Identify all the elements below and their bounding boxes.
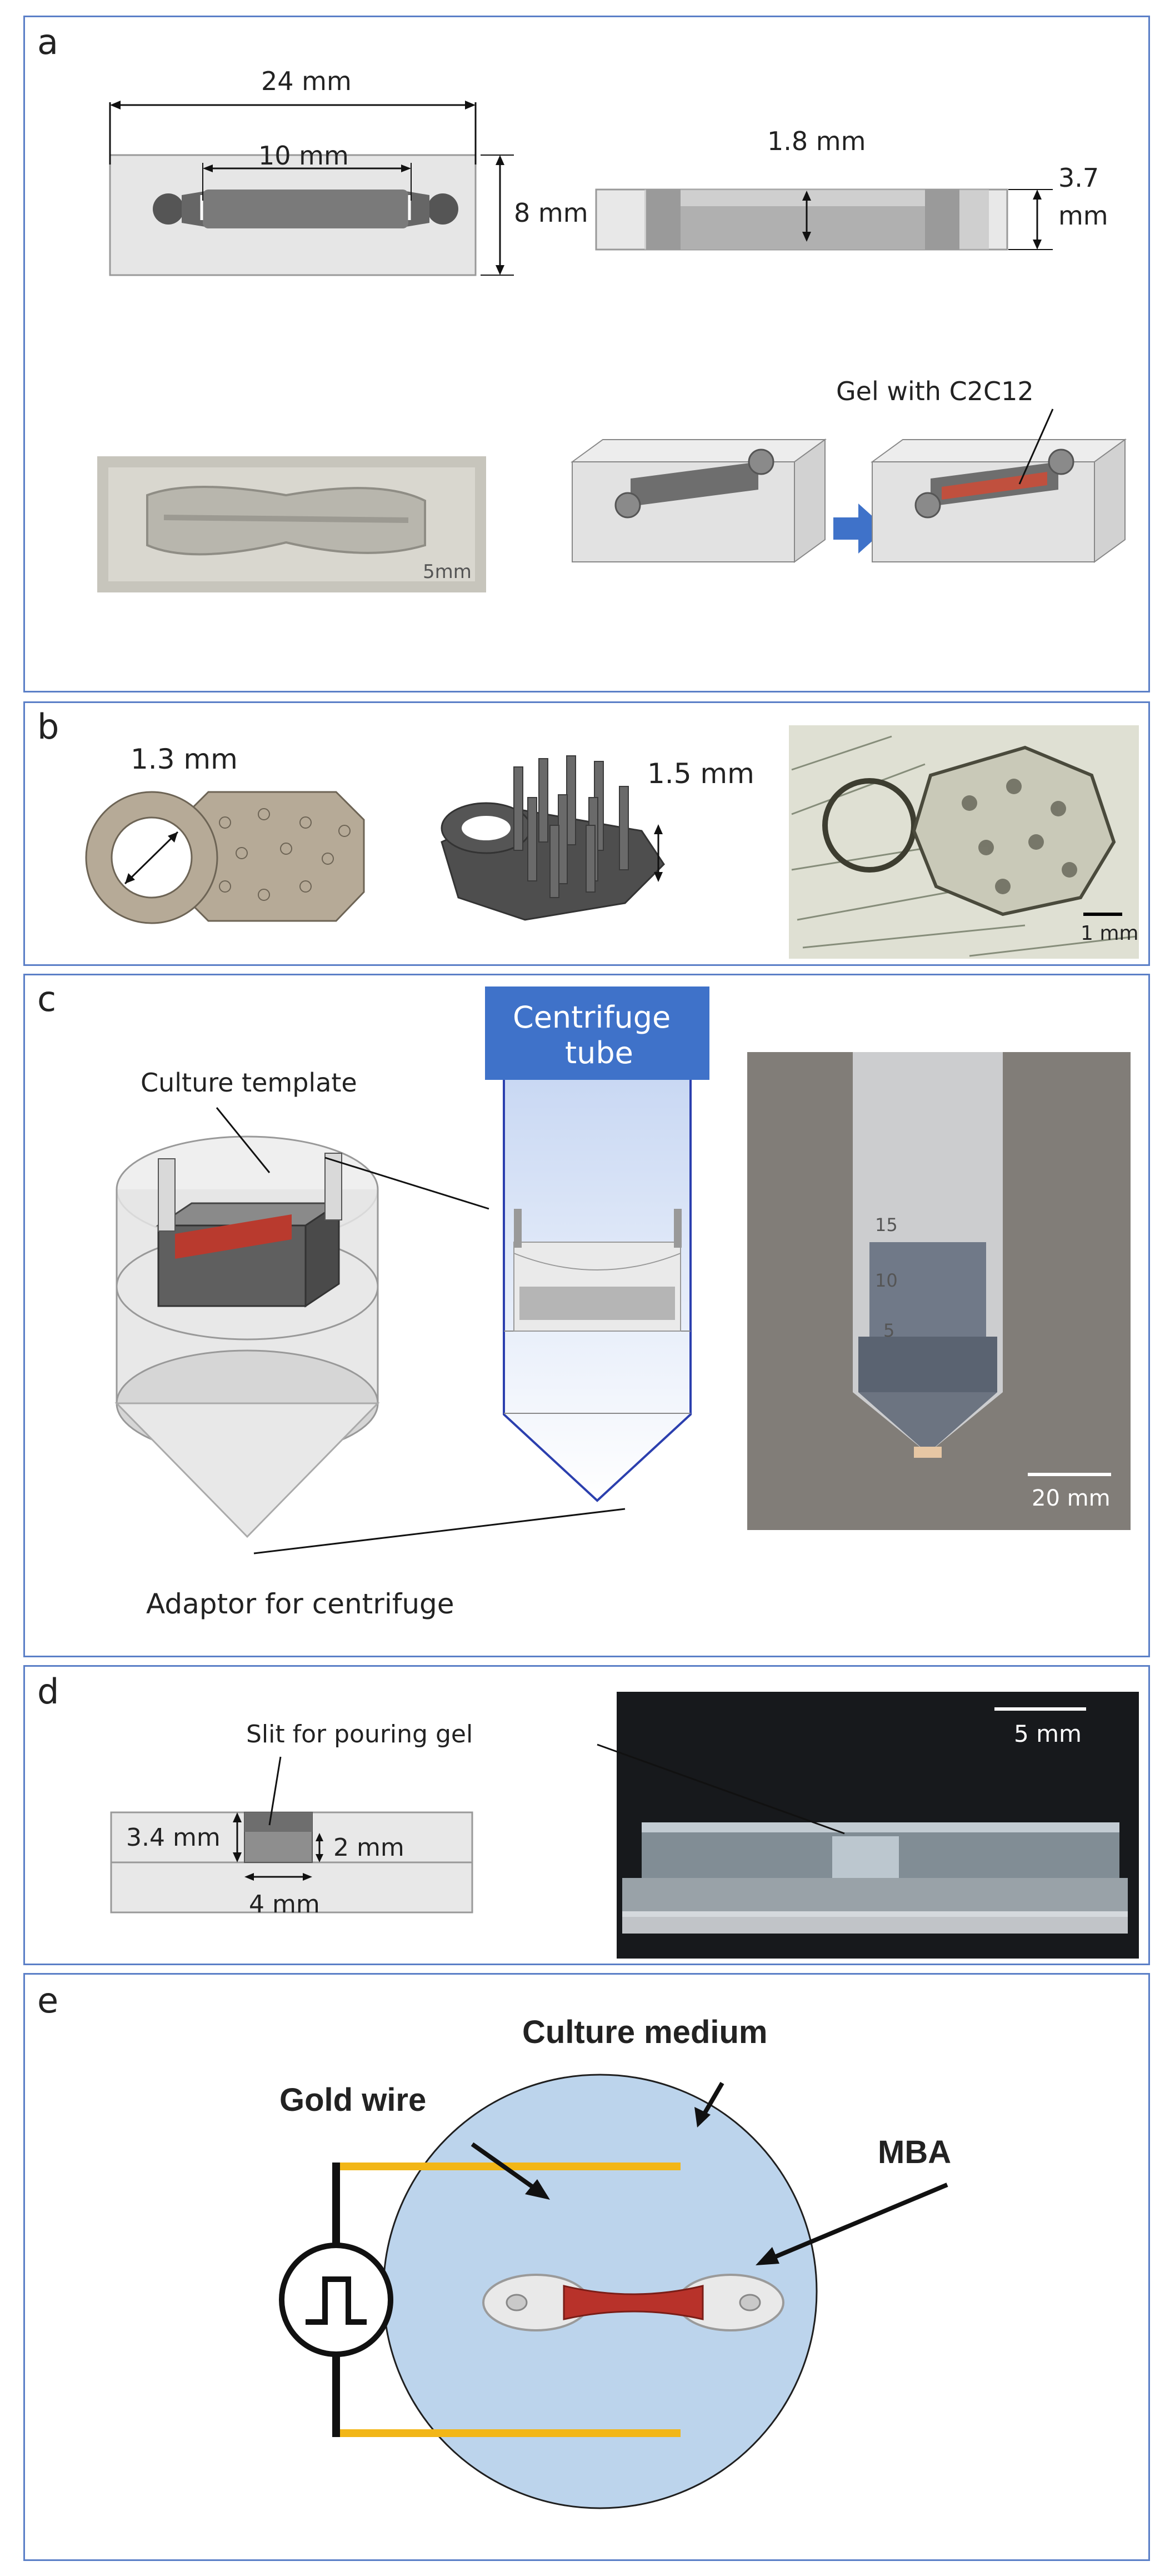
panel-b-drawing (85, 725, 1139, 959)
left-well (153, 193, 184, 225)
dim-3-7-label: 3.7 (1058, 163, 1099, 193)
gold-wire-label: Gold wire (279, 2082, 427, 2118)
scale-5mm-label: 5 mm (1014, 1720, 1082, 1747)
slit-label: Slit for pouring gel (246, 1720, 473, 1748)
tube-tick-10: 10 (875, 1270, 898, 1291)
tube-tick-15: 15 (875, 1214, 898, 1235)
panel-label: b (37, 706, 59, 747)
gel-pointer (1018, 408, 1054, 485)
right-well (427, 193, 458, 225)
gel-label: Gel with C2C12 (836, 376, 1034, 406)
panel-b: b (23, 701, 1150, 966)
pulse-generator (279, 2243, 393, 2357)
dim-4-label: 4 mm (249, 1890, 320, 1919)
culture-medium-label: Culture medium (522, 2014, 768, 2050)
dim-1-3-label: 1.3 mm (131, 743, 238, 775)
photo-scale-label: 5mm (423, 561, 472, 583)
dim-24-label: 24 mm (261, 66, 352, 96)
panel-e-drawing (279, 2074, 948, 2509)
scale-20mm-label: 20 mm (1032, 1486, 1111, 1511)
template-3d-after (870, 439, 1127, 462)
panel-label: e (37, 1980, 59, 2021)
scale-1mm-label: 1 mm (1081, 922, 1139, 945)
culture-template-label: Culture template (141, 1068, 357, 1098)
centrifuge-badge (485, 986, 709, 1080)
dim-3-4-label: 3.4 mm (126, 1823, 221, 1852)
adaptor-cone (114, 1402, 380, 1538)
dim-2-label: 2 mm (333, 1833, 404, 1862)
dim-1-5-label: 1.5 mm (647, 758, 754, 790)
channel (203, 190, 408, 228)
centrifuge-label-line1: Centrifuge (513, 1000, 671, 1035)
panel-d-drawing (110, 1692, 1139, 1959)
adaptor-label: Adaptor for centrifuge (146, 1588, 454, 1620)
centrifuge-label-line2: tube (565, 1035, 633, 1070)
panel-label: a (37, 22, 58, 62)
template-3d-before (570, 439, 827, 462)
dim-10-label: 10 mm (258, 141, 349, 171)
tube-tick-5: 5 (883, 1320, 895, 1341)
panel-label: d (37, 1671, 59, 1712)
pillars-3d (513, 755, 629, 898)
dim-8-label: 8 mm (514, 198, 588, 228)
process-arrow (833, 504, 886, 554)
panel-c-drawing (114, 986, 1131, 1554)
mba-tissue (482, 2274, 784, 2331)
dim-1-8-label: 1.8 mm (767, 126, 866, 156)
panel-label: c (37, 979, 57, 1019)
panel-c: c (23, 974, 1150, 1657)
panel-a: a (23, 16, 1150, 692)
panel-d: d Slit for pouring gel 3.4 mm 2 mm 4 mm … (23, 1665, 1150, 1965)
gel-fill (942, 472, 1047, 500)
panel-a-drawing (97, 101, 1127, 592)
panel-e: e Culture medium Gold wire MBA (23, 1973, 1150, 2561)
pillar-holes (219, 808, 351, 901)
pulse-icon (306, 2276, 367, 2325)
mba-label: MBA (878, 2134, 952, 2170)
dim-3-7-unit: mm (1058, 201, 1108, 231)
